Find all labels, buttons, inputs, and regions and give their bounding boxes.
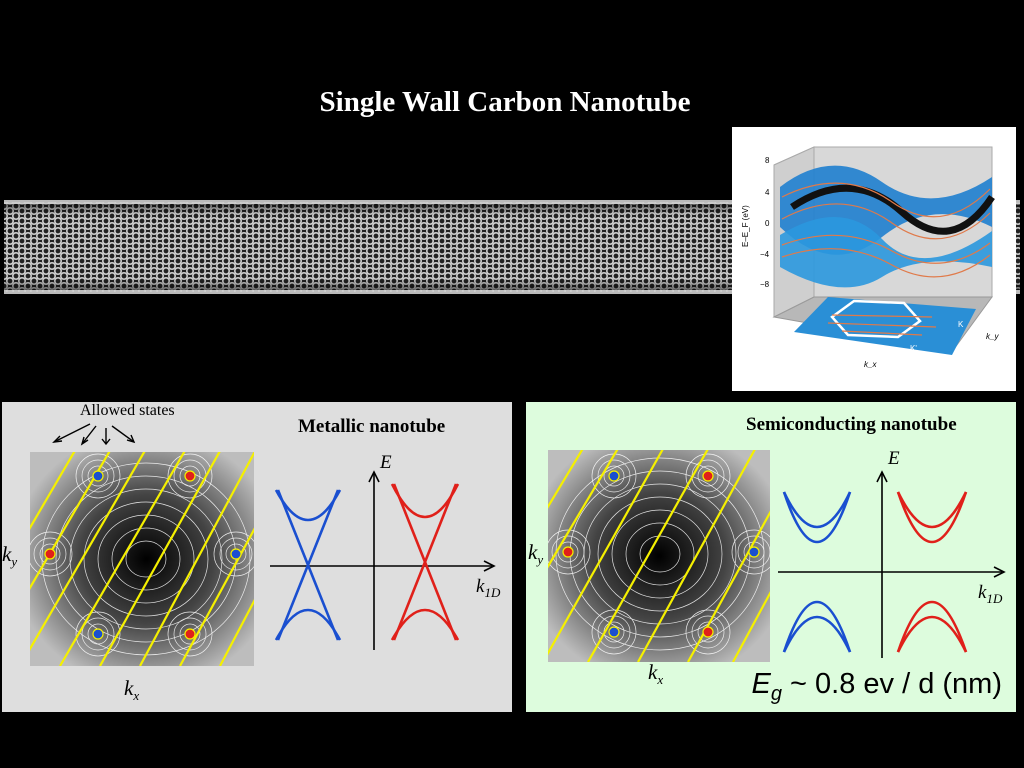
- y-tick: 0: [765, 219, 770, 228]
- slide-title: Single Wall Carbon Nanotube: [319, 86, 691, 118]
- kx-label: kx: [124, 676, 140, 704]
- k1d-label: k1D: [978, 582, 1003, 606]
- x-axis-label: k_x: [864, 360, 877, 369]
- allowed-states-annotation: Allowed states: [80, 402, 175, 419]
- energy-axis-label: E: [888, 448, 900, 469]
- red-bands: [390, 483, 460, 641]
- blue-bands: [782, 491, 852, 653]
- point-kprime-label: K': [910, 344, 917, 353]
- point-k-label: K: [958, 320, 964, 329]
- band-gap-formula: Eg ~ 0.8 ev / d (nm): [751, 668, 1002, 705]
- energy-axis-label: E: [380, 452, 392, 473]
- brillouin-zone-contour: [30, 452, 254, 666]
- ky-label: ky: [2, 542, 18, 570]
- blue-bands: [274, 489, 342, 641]
- band-structure-plot: 8 4 0 −4 −8 E–E_F (eV) k_x k_y K K': [732, 127, 1016, 391]
- k1d-label: k1D: [476, 576, 501, 600]
- red-bands: [896, 491, 968, 653]
- y-tick: 4: [765, 188, 770, 197]
- brillouin-zone-contour: [548, 450, 770, 662]
- metallic-panel: Allowed states Metallic nanotube: [2, 402, 512, 712]
- semiconducting-title: Semiconducting nanotube: [746, 414, 957, 435]
- kx-label: kx: [648, 660, 664, 688]
- metallic-dispersion: [270, 470, 496, 650]
- ky-label: ky: [528, 540, 544, 568]
- z-axis-label: k_y: [986, 332, 999, 341]
- semiconducting-dispersion: [778, 470, 1006, 658]
- annotation-arrows: [52, 423, 136, 446]
- y-axis-label: E–E_F (eV): [741, 205, 750, 247]
- y-tick: 8: [765, 156, 770, 165]
- semiconducting-panel: Semiconducting nanotube: [526, 402, 1016, 712]
- y-tick: −4: [760, 250, 770, 259]
- y-tick: −8: [760, 280, 770, 289]
- metallic-title: Metallic nanotube: [298, 416, 446, 437]
